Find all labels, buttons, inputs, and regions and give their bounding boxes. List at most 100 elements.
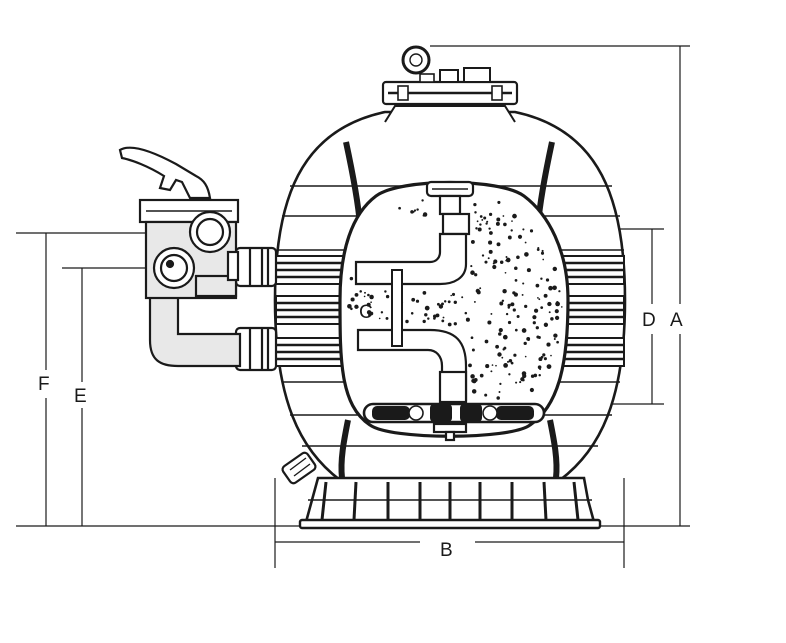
sand-grain — [533, 373, 538, 378]
sand-grain — [521, 371, 527, 376]
sand-grain — [470, 374, 475, 379]
sand-grain — [524, 252, 529, 257]
filter-base — [298, 476, 602, 530]
sand-grain — [495, 344, 499, 349]
sand-grain — [474, 273, 478, 277]
sand-grain — [416, 208, 419, 211]
dimension-label-d: D — [642, 310, 656, 331]
sand-grain — [526, 336, 531, 341]
sand-grain — [350, 297, 355, 302]
sand-grain — [502, 215, 505, 217]
sand-grain — [465, 317, 470, 322]
sand-grain — [473, 202, 477, 207]
valve-handle-icon — [118, 146, 212, 200]
sand-grain — [497, 352, 502, 357]
sand-grain — [517, 234, 523, 239]
sand-grain — [501, 356, 504, 359]
sand-grain — [556, 340, 559, 344]
sand-grain — [410, 312, 414, 315]
sand-grain — [496, 217, 501, 222]
side-connections — [234, 246, 278, 372]
sand-grain — [550, 317, 554, 321]
sand-grain — [450, 294, 453, 297]
sand-grain — [495, 221, 500, 226]
sand-grain — [499, 260, 504, 265]
sand-grain — [503, 363, 508, 368]
sand-grain — [523, 341, 527, 346]
sand-grain — [526, 268, 531, 273]
sand-grain — [497, 200, 501, 204]
sand-grain — [540, 277, 543, 280]
sand-grain — [461, 296, 464, 299]
sand-grain — [519, 381, 522, 384]
sand-grain — [507, 320, 512, 325]
sand-grain — [385, 316, 389, 320]
sand-grain — [547, 301, 552, 307]
sand-grain — [537, 365, 542, 370]
sand-grain — [495, 364, 497, 367]
sand-grain — [535, 326, 539, 330]
sand-grain — [451, 292, 456, 296]
sand-grain — [422, 214, 425, 217]
sand-grain — [506, 360, 510, 363]
sand-grain — [507, 303, 511, 308]
sand-grain — [367, 293, 370, 297]
dimension-label-f: F — [38, 374, 50, 395]
sand-grain — [524, 304, 528, 309]
sand-grain — [384, 290, 387, 293]
sand-grain — [522, 379, 525, 382]
sand-grain — [535, 283, 540, 288]
dimension-label-c: C — [359, 302, 373, 323]
sand-grain — [532, 315, 537, 320]
internal-pipework — [354, 180, 546, 442]
sand-grain — [422, 291, 427, 295]
dimension-label-b: B — [440, 540, 453, 561]
sand-grain — [475, 227, 478, 230]
sand-grain — [424, 313, 428, 317]
sand-grain — [505, 312, 509, 316]
sand-grain — [552, 266, 558, 272]
sand-grain — [493, 259, 498, 264]
sand-grain — [536, 335, 540, 339]
sand-grain — [411, 297, 416, 302]
dimension-label-e: E — [74, 386, 87, 407]
sand-grain — [543, 357, 547, 361]
sand-grain — [505, 256, 508, 258]
sand-grain — [546, 364, 552, 369]
sand-grain — [538, 298, 541, 301]
sand-grain — [514, 279, 518, 282]
sand-grain — [349, 276, 354, 281]
sand-grain — [540, 251, 545, 255]
sand-grain — [524, 241, 527, 244]
sand-grain — [545, 278, 550, 282]
sand-grain — [521, 293, 524, 296]
sand-grain — [442, 316, 445, 319]
sand-grain — [550, 354, 552, 357]
sand-grain — [470, 239, 475, 244]
sand-grain — [473, 377, 478, 382]
sand-grain — [447, 300, 451, 304]
sand-grain — [363, 295, 366, 298]
sand-grain — [350, 307, 353, 311]
sand-grain — [354, 304, 359, 309]
sand-grain — [504, 271, 507, 274]
sand-grain — [516, 255, 520, 260]
sand-grain — [359, 290, 362, 293]
dimension-label-a: A — [670, 310, 683, 331]
sand-grain — [468, 363, 472, 368]
sand-grain — [529, 387, 534, 393]
sand-grain — [471, 348, 475, 352]
sand-grain — [537, 297, 539, 299]
sand-grain — [490, 213, 492, 215]
sand-grain — [421, 199, 424, 202]
sand-grain — [501, 299, 505, 303]
sand-grain — [543, 293, 548, 298]
sand-grain — [441, 319, 445, 323]
sand-grain — [542, 353, 546, 357]
sand-grain — [484, 339, 489, 344]
sand-grain — [524, 355, 527, 358]
sand-grain — [510, 302, 515, 307]
sand-grain — [498, 391, 501, 393]
sand-grain — [413, 209, 417, 212]
